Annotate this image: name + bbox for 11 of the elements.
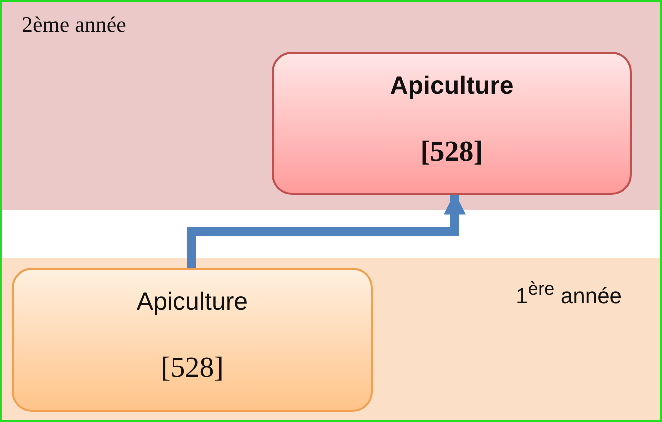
- rounded-box: [272, 52, 632, 195]
- band-label: 1$^{ère}$ année: [516, 278, 622, 310]
- rounded-box: [12, 268, 373, 412]
- band-label: 2ème année: [22, 12, 126, 38]
- band: [0, 258, 662, 422]
- box-number: [528]: [420, 136, 484, 169]
- arrow: [188, 192, 466, 268]
- box-title: Apiculture: [136, 288, 250, 317]
- band: [0, 0, 662, 210]
- box-title: Apiculture: [389, 72, 515, 101]
- box-number: [528]: [160, 352, 225, 385]
